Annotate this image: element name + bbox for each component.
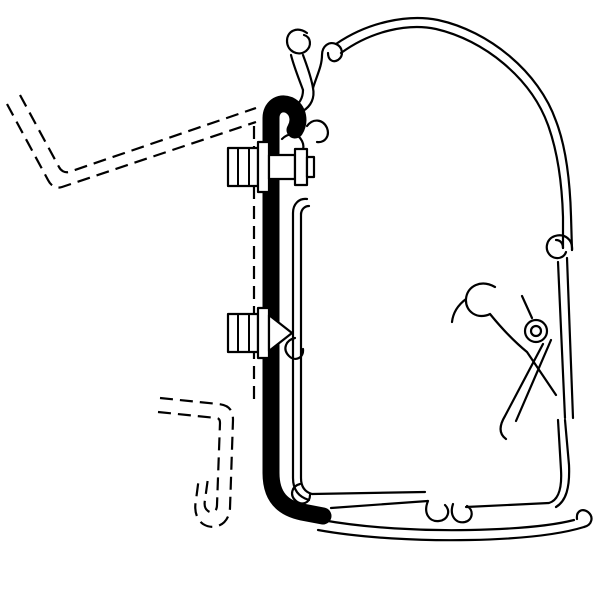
awning-rail-right-curl — [545, 234, 574, 260]
adapter-bracket — [262, 95, 332, 525]
awning-rail-dome — [334, 17, 574, 252]
upper-bolt-shaft — [267, 153, 297, 181]
upper-bolt-flange — [256, 140, 271, 194]
vehicle-wall-lower-outer-line — [159, 396, 235, 528]
awning-rail-bottom-curl — [290, 482, 312, 505]
awning-rail-top-notch — [311, 42, 343, 90]
lower-bolt-flange — [256, 306, 271, 360]
awning-rail-left-wall — [291, 197, 314, 502]
upper-bolt-head — [226, 146, 260, 188]
vehicle-wall-lower-inner-line — [157, 410, 222, 514]
vehicle-wall-upper-inner-line — [19, 94, 257, 174]
upper-bolt-tip — [305, 155, 316, 179]
lower-bolt-head — [226, 312, 260, 354]
awning-rail-mechanism-eye — [523, 318, 549, 344]
upper-bolt-head-facets — [237, 148, 250, 186]
awning-rail-top-curl — [285, 28, 315, 92]
lower-bolt-arrow — [267, 313, 294, 353]
awning-rail-right-wall — [556, 256, 575, 420]
lower-bolt-head-facets — [237, 314, 250, 352]
awning-rail-inner-mechanism — [450, 282, 558, 441]
upper-bolt-nut — [293, 147, 309, 187]
vehicle-wall-upper-outer-line — [6, 103, 257, 189]
awning-rail-mid-hook — [284, 336, 305, 360]
awning-rail-bottom-channel — [310, 418, 593, 542]
